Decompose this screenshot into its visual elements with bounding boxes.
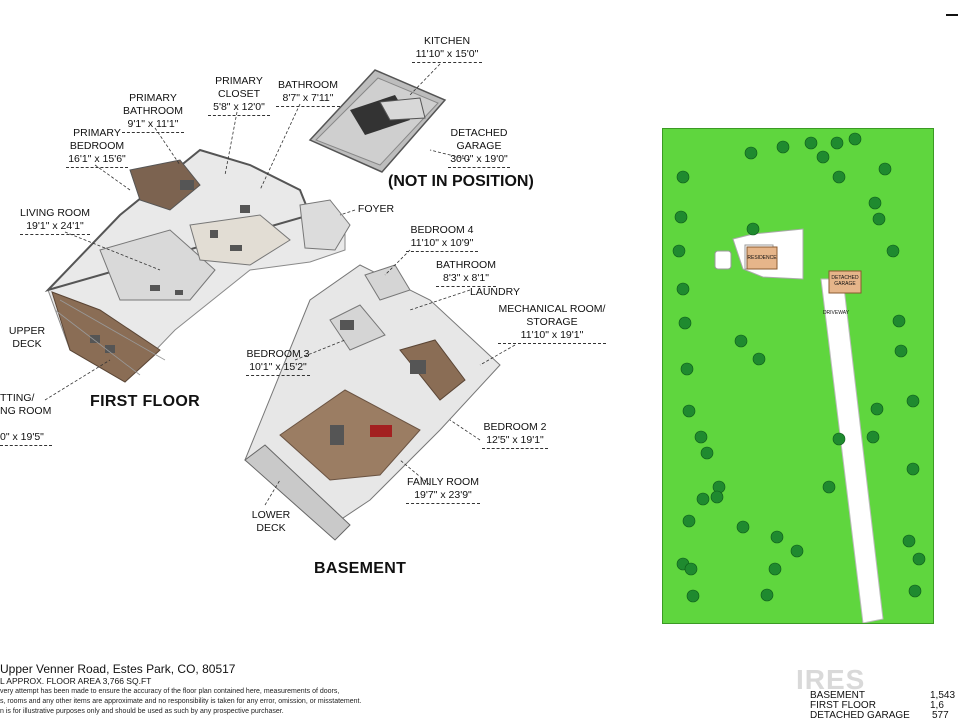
driveway-path <box>820 278 884 623</box>
legend-first-floor: FIRST FLOOR <box>810 700 876 711</box>
laundry-label: LAUNDRY <box>470 286 520 299</box>
disclaimer-line-1: very attempt has been made to ensure the… <box>0 688 340 695</box>
bathroom-2-dims: 8'3" x 8'1" <box>436 272 496 287</box>
leader-lines <box>44 63 516 506</box>
primary-bathroom-name: PRIMARY BATHROOM <box>123 92 183 117</box>
site-garage-label: DETACHED GARAGE <box>831 275 859 287</box>
bathroom-2-label: BATHROOM 8'3" x 8'1" <box>436 259 496 287</box>
detached-garage-dims: 30'0" x 19'0" <box>448 153 510 168</box>
site-residence-label: RESIDENCE <box>747 255 777 261</box>
bedroom-2-name: BEDROOM 2 <box>483 421 547 433</box>
sitting-room-dims: 0" x 19'5" <box>0 431 52 446</box>
living-room-label: LIVING ROOM 19'1" x 24'1" <box>20 207 90 235</box>
mechanical-room-label: MECHANICAL ROOM/ STORAGE 11'10" x 19'1" <box>498 303 606 344</box>
kitchen-name: KITCHEN <box>423 35 471 47</box>
lower-deck-name: LOWER DECK <box>251 509 291 534</box>
primary-bedroom-dims: 16'1" x 15'6" <box>66 153 128 168</box>
kitchen-label: KITCHEN 11'10" x 15'0" <box>412 35 482 63</box>
garage-not-in-position-note: (NOT IN POSITION) <box>388 173 534 190</box>
trees <box>672 132 926 603</box>
legend-detached-garage: DETACHED GARAGE <box>810 710 910 721</box>
bedroom-3-dims: 10'1" x 15'2" <box>246 361 310 376</box>
detached-garage-label: DETACHED GARAGE 30'0" x 19'0" <box>448 127 510 168</box>
disclaimer-line-2: s, rooms and any other items are approxi… <box>0 698 362 705</box>
first-floor-title: FIRST FLOOR <box>90 393 200 410</box>
bedroom-4-dims: 11'10" x 10'9" <box>406 237 478 252</box>
property-address: Upper Venner Road, Estes Park, CO, 80517 <box>0 662 236 676</box>
legend-basement: BASEMENT <box>810 690 866 701</box>
disclaimer-line-3: n is for illustrative purposes only and … <box>0 708 284 715</box>
sitting-room-name: TTING/ NG ROOM <box>0 392 52 417</box>
living-room-name: LIVING ROOM <box>20 207 91 219</box>
bedroom-4-name: BEDROOM 4 <box>410 224 474 236</box>
bathroom-2-name: BATHROOM <box>436 259 496 271</box>
detached-garage-plan <box>308 69 447 173</box>
living-room-dims: 19'1" x 24'1" <box>20 220 90 235</box>
primary-bathroom-label: PRIMARY BATHROOM 9'1" x 11'1" <box>122 92 184 133</box>
family-room-dims: 19'7" x 23'9" <box>406 489 480 504</box>
lower-deck-label: LOWER DECK <box>250 509 292 535</box>
primary-bedroom-name: PRIMARY BEDROOM <box>69 127 125 152</box>
corner-dash <box>946 14 958 16</box>
bedroom-2-dims: 12'5" x 19'1" <box>482 434 548 449</box>
site-driveway-label: DRIVEWAY <box>822 310 850 316</box>
legend-basement-value: 1,543 <box>930 690 956 701</box>
legend-first-floor-value: 1,6 <box>930 700 944 711</box>
bathroom-1-label: BATHROOM 8'7" x 7'11" <box>276 79 340 107</box>
approx-floor-area: L APPROX. FLOOR AREA 3,766 SQ.FT <box>0 676 152 686</box>
residence-side <box>714 250 732 270</box>
ires-logo: IRES <box>796 664 866 695</box>
primary-bathroom-dims: 9'1" x 11'1" <box>122 118 184 133</box>
mechanical-room-name: MECHANICAL ROOM/ STORAGE <box>498 303 606 328</box>
site-plan-drawing <box>672 132 926 623</box>
primary-bedroom-label: PRIMARY BEDROOM 16'1" x 15'6" <box>66 127 128 168</box>
site-plan: RESIDENCE DETACHED GARAGE DRIVEWAY <box>662 128 934 624</box>
bathroom-1-dims: 8'7" x 7'11" <box>276 92 340 107</box>
basement-plan <box>244 264 501 541</box>
mechanical-room-dims: 11'10" x 19'1" <box>498 329 606 344</box>
primary-closet-label: PRIMARY CLOSET 5'8" x 12'0" <box>208 75 270 116</box>
bedroom-3-label: BEDROOM 3 10'1" x 15'2" <box>246 348 310 376</box>
bedroom-3-name: BEDROOM 3 <box>246 348 310 360</box>
family-room-name: FAMILY ROOM <box>407 476 479 488</box>
residence-building <box>746 246 778 270</box>
laundry-name: LAUNDRY <box>470 286 520 298</box>
first-floor-plan <box>44 148 351 383</box>
basement-title: BASEMENT <box>314 560 407 577</box>
primary-closet-dims: 5'8" x 12'0" <box>208 101 270 116</box>
foyer-name: FOYER <box>357 203 395 215</box>
upper-deck-label: UPPER DECK <box>4 325 50 351</box>
detached-garage-name: DETACHED GARAGE <box>450 127 508 152</box>
bathroom-1-name: BATHROOM <box>278 79 338 91</box>
kitchen-dims: 11'10" x 15'0" <box>412 48 482 63</box>
legend-detached-garage-value: 577 <box>932 710 949 721</box>
upper-deck-name: UPPER DECK <box>8 325 46 350</box>
foyer-label: FOYER <box>356 203 396 216</box>
bedroom-4-label: BEDROOM 4 11'10" x 10'9" <box>406 224 478 252</box>
sitting-room-label: TTING/ NG ROOM 0" x 19'5" <box>0 379 52 459</box>
primary-closet-name: PRIMARY CLOSET <box>215 75 263 100</box>
bedroom-2-label: BEDROOM 2 12'5" x 19'1" <box>482 421 548 449</box>
family-room-label: FAMILY ROOM 19'7" x 23'9" <box>406 476 480 504</box>
garage-building <box>828 270 862 294</box>
